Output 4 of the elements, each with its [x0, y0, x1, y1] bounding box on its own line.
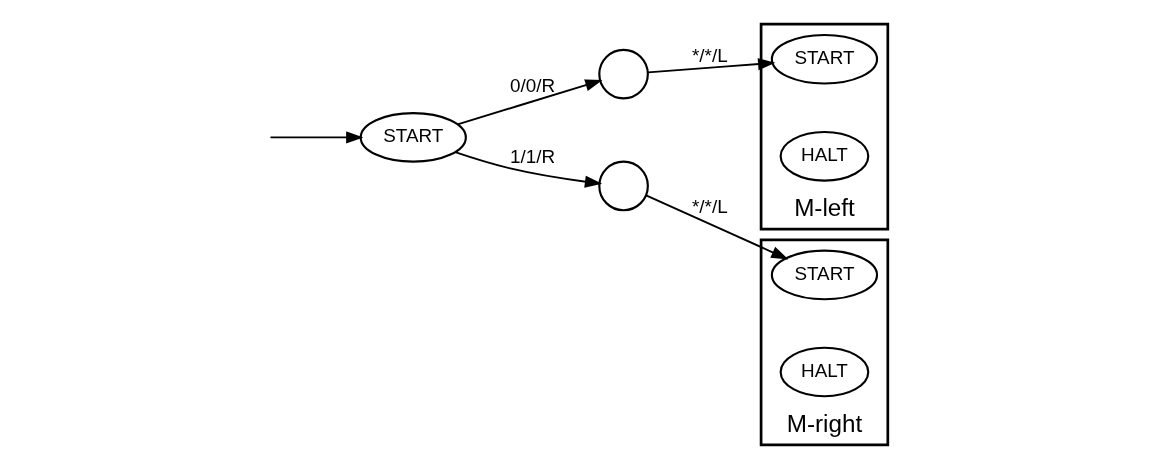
edge-label: 1/1/R	[509, 146, 555, 168]
edge-label: */*/L	[691, 196, 728, 218]
edge-label: */*/L	[691, 45, 728, 67]
edge-label: 0/0/R	[509, 74, 555, 96]
